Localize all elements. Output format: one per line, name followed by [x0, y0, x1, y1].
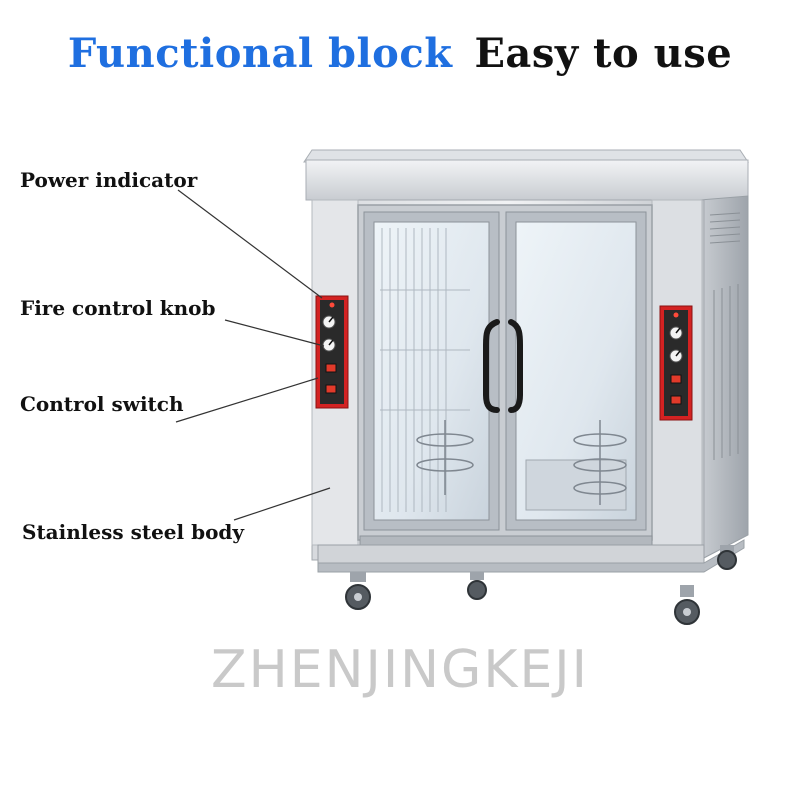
- left-glass-door: [363, 211, 500, 531]
- oven-side-panel: [699, 195, 749, 561]
- control-switch-icon: [670, 374, 682, 384]
- right-control-panel: [659, 305, 693, 421]
- callout-control-switch: Control switch: [20, 392, 184, 416]
- headline-rest: Easy to use: [474, 30, 733, 77]
- callout-fire-control-knob: Fire control knob: [20, 296, 216, 320]
- caster-wheels: [345, 545, 737, 625]
- headline: Functional block Easy to use: [0, 30, 800, 77]
- callout-stainless-steel-body: Stainless steel body: [22, 520, 245, 544]
- left-control-panel: [315, 295, 349, 409]
- watermark: ZHENJINGKEJI: [211, 640, 589, 700]
- control-switch-icon: [325, 363, 337, 373]
- right-door-handle: [508, 319, 523, 413]
- oven-lid: [303, 149, 749, 201]
- power-indicator-light: [673, 312, 679, 318]
- control-switch-icon: [325, 384, 337, 394]
- base-plate: [317, 544, 705, 564]
- right-glass-door: [505, 211, 647, 531]
- callout-power-indicator: Power indicator: [20, 168, 198, 192]
- left-door-handle: [483, 319, 500, 413]
- control-switch-icon: [670, 395, 682, 405]
- power-indicator-light: [329, 302, 335, 308]
- headline-highlight: Functional block: [67, 30, 453, 77]
- callout-lines: [175, 189, 331, 521]
